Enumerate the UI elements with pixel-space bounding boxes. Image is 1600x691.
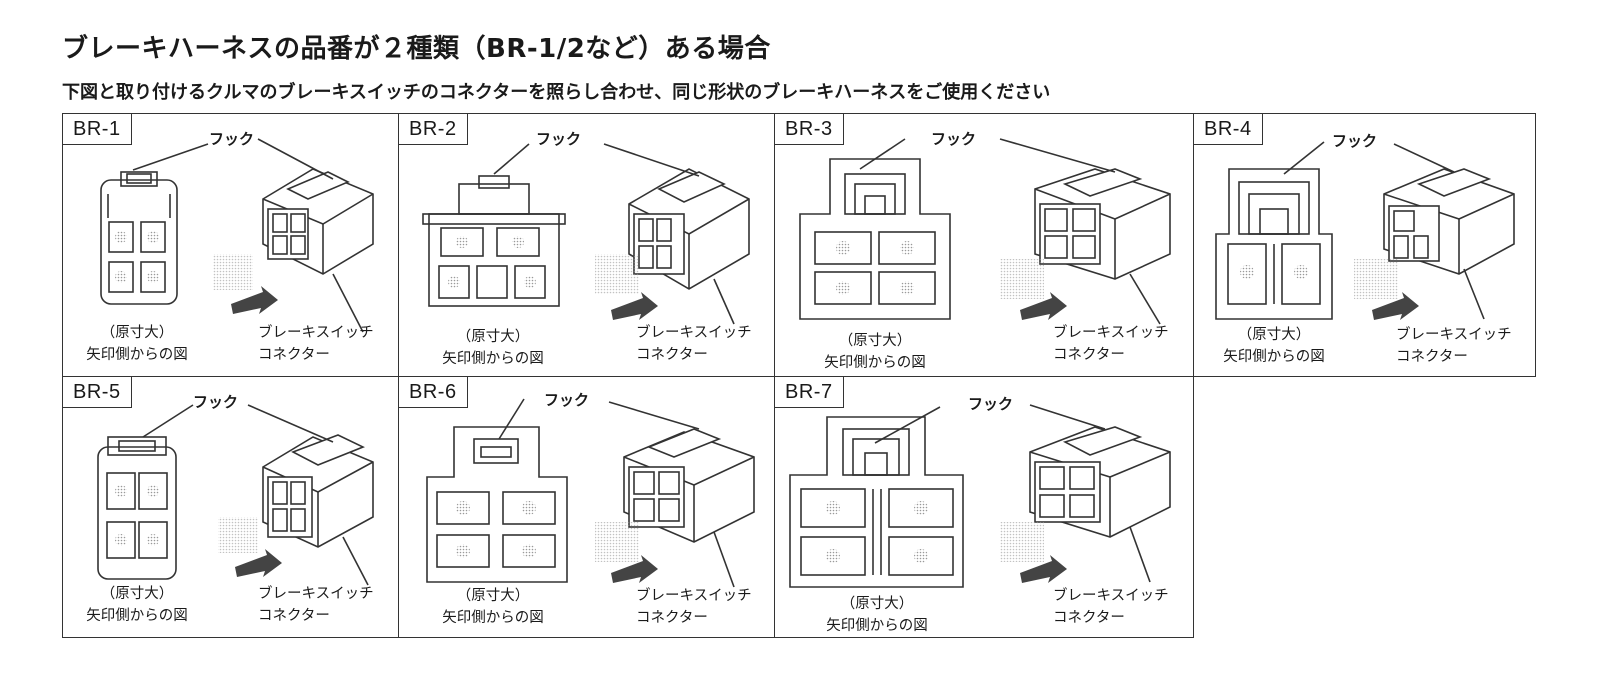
connector-line2: コネクター [258,347,330,363]
br-1-diagram [100,138,374,333]
view-text: 矢印側からの図 [86,608,188,624]
connector-line2: コネクター [1053,610,1125,626]
br-2-diagram [422,143,750,325]
connector-line2: コネクター [1053,347,1125,363]
panel-id: BR-3 [775,114,844,145]
hook-label: フック [193,393,239,411]
connector-line1: ブレーキスイッチ [1396,327,1512,343]
front-view-caption: （原寸大） 矢印側からの図 [77,583,197,627]
actual-size-text: （原寸大） [100,586,174,602]
connector-3d [603,143,750,325]
front-view [789,406,964,588]
actual-size-text: （原寸大） [456,329,530,345]
panel-br-2: BR-2 フック [398,113,775,377]
hook-label: フック [536,130,582,148]
connector-line1: ブレーキスイッチ [1053,325,1169,341]
panel-id: BR-6 [399,377,468,408]
br-7-diagram [789,404,1171,588]
connector-line2: コネクター [1396,349,1468,365]
panel-br-3: BR-3 フック （ [774,113,1194,377]
panel-id: BR-5 [63,377,132,408]
front-view-caption: （原寸大） 矢印側からの図 [433,326,553,370]
page-subtitle: 下図と取り付けるクルマのブレーキスイッチのコネクターを照らし合わせ、同じ形状のブ… [62,82,1051,103]
br-4-diagram [1215,141,1515,320]
connector-line1: ブレーキスイッチ [258,325,374,341]
connector-3d [1029,404,1171,583]
connector-caption: ブレーキスイッチ コネクター [258,583,374,627]
front-view [1215,141,1333,320]
actual-size-text: （原寸大） [456,588,530,604]
panel-br-5: BR-5 フック （原寸大） [62,376,399,638]
connector-3d [1383,143,1515,320]
connector-caption: ブレーキスイッチ コネクター [1396,324,1512,368]
connector-3d [257,138,374,333]
page-title: ブレーキハーネスの品番が２種類（BR-1/2など）ある場合 [62,34,771,64]
arrow-icon [595,522,658,583]
panel-br-7: BR-7 フック [774,376,1194,638]
panel-id: BR-1 [63,114,132,145]
front-view [97,404,194,580]
front-view-caption: （原寸大） 矢印側からの図 [815,330,935,374]
hook-label: フック [544,391,590,409]
arrow-icon [595,254,658,320]
arrow-icon [1354,259,1419,320]
connector-3d [999,138,1171,325]
view-text: 矢印側からの図 [86,347,188,363]
view-text: 矢印側からの図 [442,610,544,626]
connector-caption: ブレーキスイッチ コネクター [1053,322,1169,366]
br-6-diagram [426,398,755,588]
br-3-diagram [799,138,1171,325]
connector-line2: コネクター [636,347,708,363]
connector-line1: ブレーキスイッチ [636,588,752,604]
connector-line2: コネクター [636,610,708,626]
br-5-diagram [97,404,374,586]
front-view-caption: （原寸大） 矢印側からの図 [433,585,553,629]
panel-id: BR-2 [399,114,468,145]
actual-size-text: （原寸大） [838,333,912,349]
connector-line1: ブレーキスイッチ [1053,588,1169,604]
connector-line1: ブレーキスイッチ [636,325,752,341]
front-view [422,143,566,307]
connector-3d [608,401,755,588]
panel-id: BR-7 [775,377,844,408]
hook-label: フック [1332,132,1378,150]
actual-size-text: （原寸大） [1237,327,1311,343]
connector-line2: コネクター [258,608,330,624]
front-view-caption: （原寸大） 矢印側からの図 [817,593,937,637]
actual-size-text: （原寸大） [100,325,174,341]
actual-size-text: （原寸大） [840,596,914,612]
view-text: 矢印側からの図 [826,618,928,634]
connector-caption: ブレーキスイッチ コネクター [1053,585,1169,629]
hook-label: フック [931,130,977,148]
connector-caption: ブレーキスイッチ コネクター [636,585,752,629]
front-view [426,398,568,583]
front-view-caption: （原寸大） 矢印側からの図 [1214,324,1334,368]
front-view [100,143,209,305]
front-view [799,138,951,320]
arrow-icon [1000,522,1067,583]
connector-line1: ブレーキスイッチ [258,586,374,602]
connector-caption: ブレーキスイッチ コネクター [258,322,374,366]
panel-br-1: BR-1 [62,113,399,377]
panel-br-4: BR-4 フック （原寸大） [1193,113,1536,377]
hook-label: フック [968,395,1014,413]
arrow-icon [213,254,278,314]
connector-3d [247,404,374,586]
arrow-icon [1000,259,1067,320]
panel-br-6: BR-6 フック （原寸大） [398,376,775,638]
front-view-caption: （原寸大） 矢印側からの図 [77,322,197,366]
view-text: 矢印側からの図 [824,355,926,371]
connector-caption: ブレーキスイッチ コネクター [636,322,752,366]
view-text: 矢印側からの図 [1223,349,1325,365]
view-text: 矢印側からの図 [442,351,544,367]
arrow-icon [218,517,282,577]
hook-label: フック [209,130,255,148]
panel-id: BR-4 [1194,114,1263,145]
